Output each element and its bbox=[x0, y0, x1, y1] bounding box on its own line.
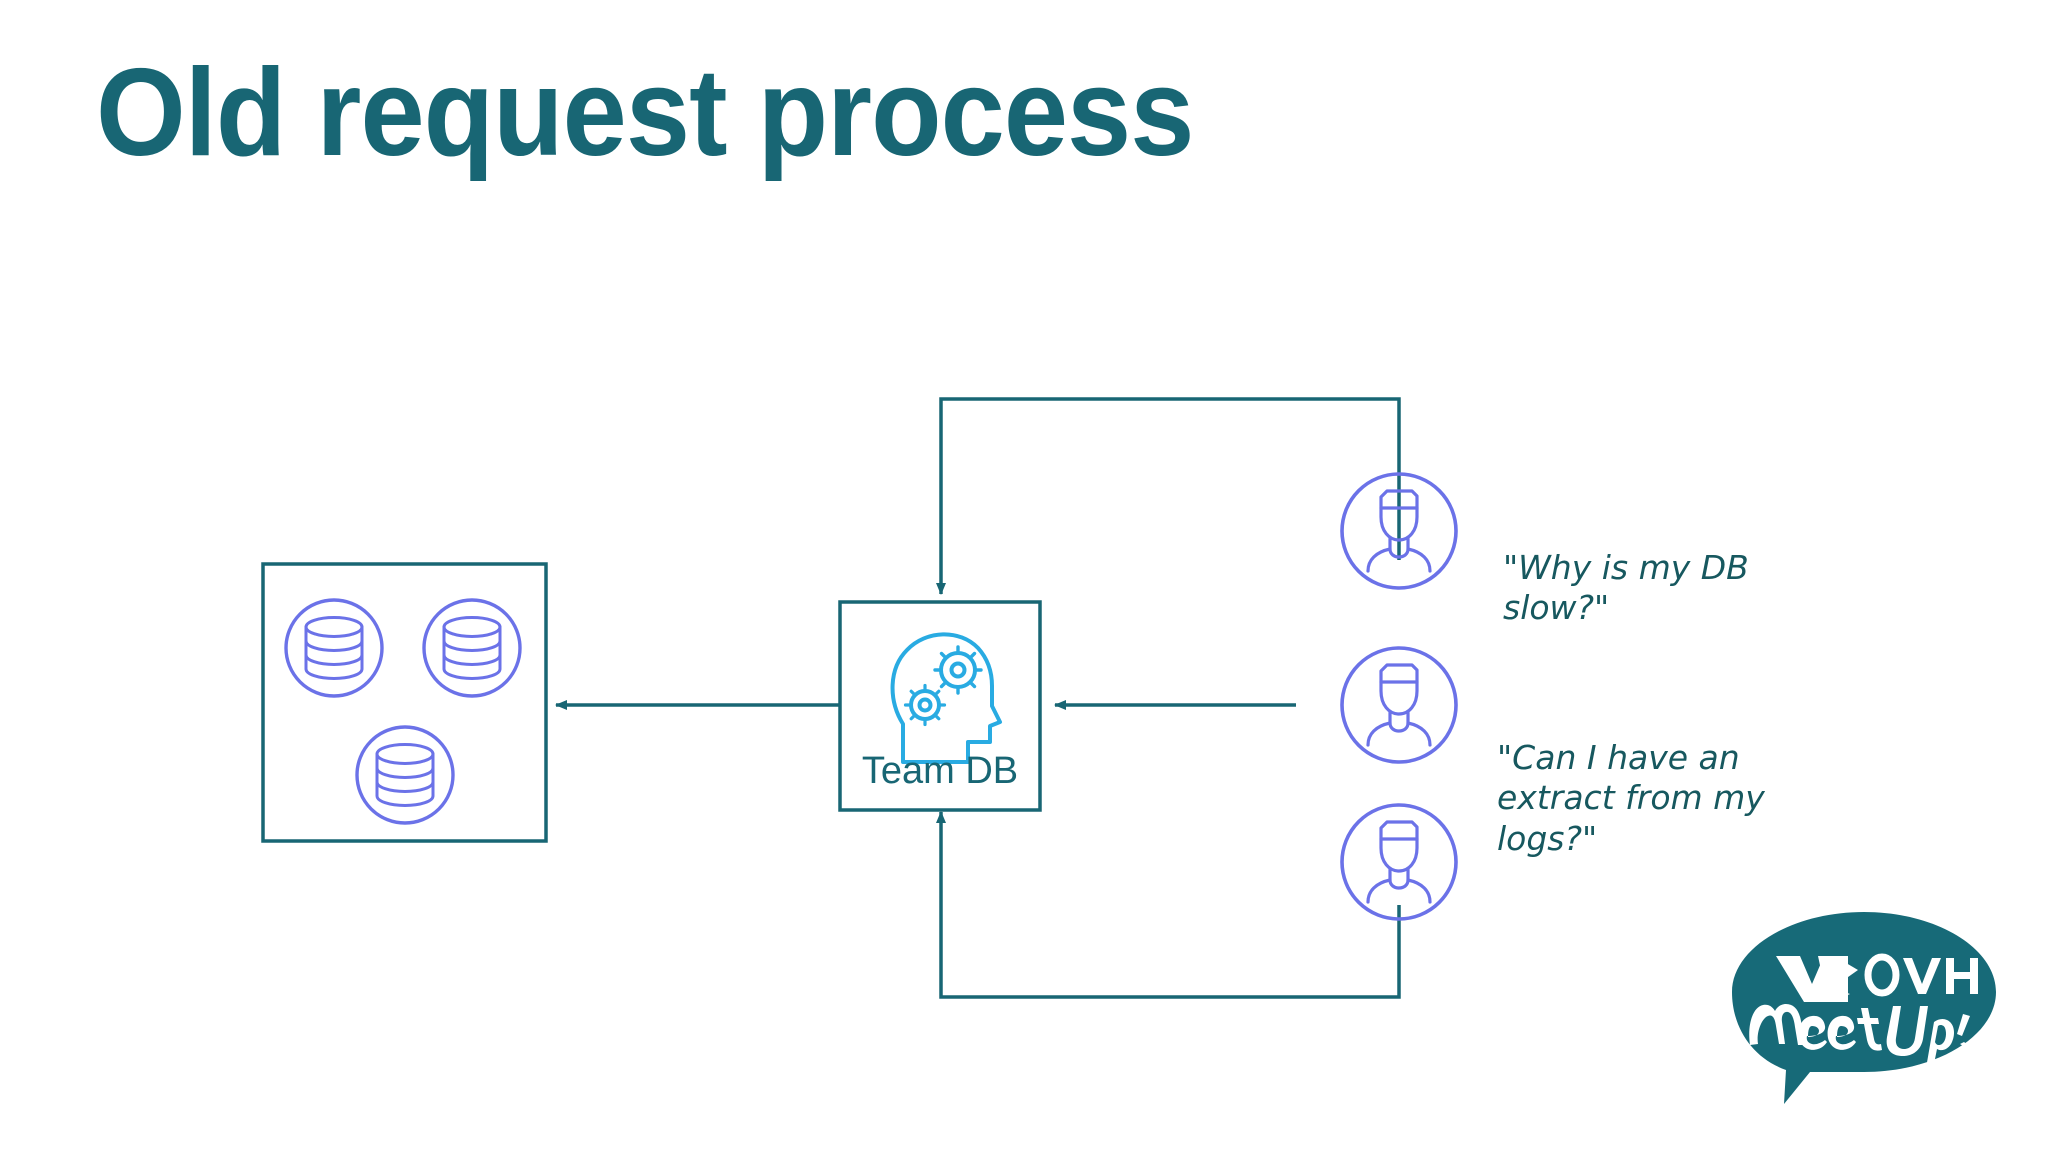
database-cylinder-icon bbox=[284, 598, 384, 698]
team-db-label: Team DB bbox=[861, 750, 1019, 792]
page-title: Old request process bbox=[96, 44, 1194, 182]
ovh-bird-icon bbox=[1776, 956, 1858, 1002]
quote-why-db-slow: "Why is my DB slow?" bbox=[1503, 548, 1749, 628]
head-with-gears-icon bbox=[890, 632, 1002, 764]
connector-user1-to-teamdb bbox=[936, 397, 1401, 595]
connector-user3-to-teamdb bbox=[936, 811, 1401, 999]
quote-extract-logs: "Can I have an extract from my logs?" bbox=[1497, 738, 1765, 858]
ovh-meetup-logo bbox=[1732, 912, 1996, 1104]
meetup-wordmark bbox=[1749, 1004, 1975, 1074]
user-avatar-2 bbox=[1340, 646, 1458, 764]
user-avatar-1 bbox=[1340, 472, 1458, 590]
ovh-wordmark bbox=[1864, 953, 1900, 997]
team-db-box[interactable] bbox=[838, 600, 1042, 812]
ovh-wordmark-vh bbox=[1903, 958, 1978, 994]
database-cylinder-icon bbox=[422, 598, 522, 698]
database-group bbox=[261, 562, 548, 843]
user-avatar-3 bbox=[1340, 803, 1458, 921]
database-cylinder-icon bbox=[355, 725, 455, 825]
